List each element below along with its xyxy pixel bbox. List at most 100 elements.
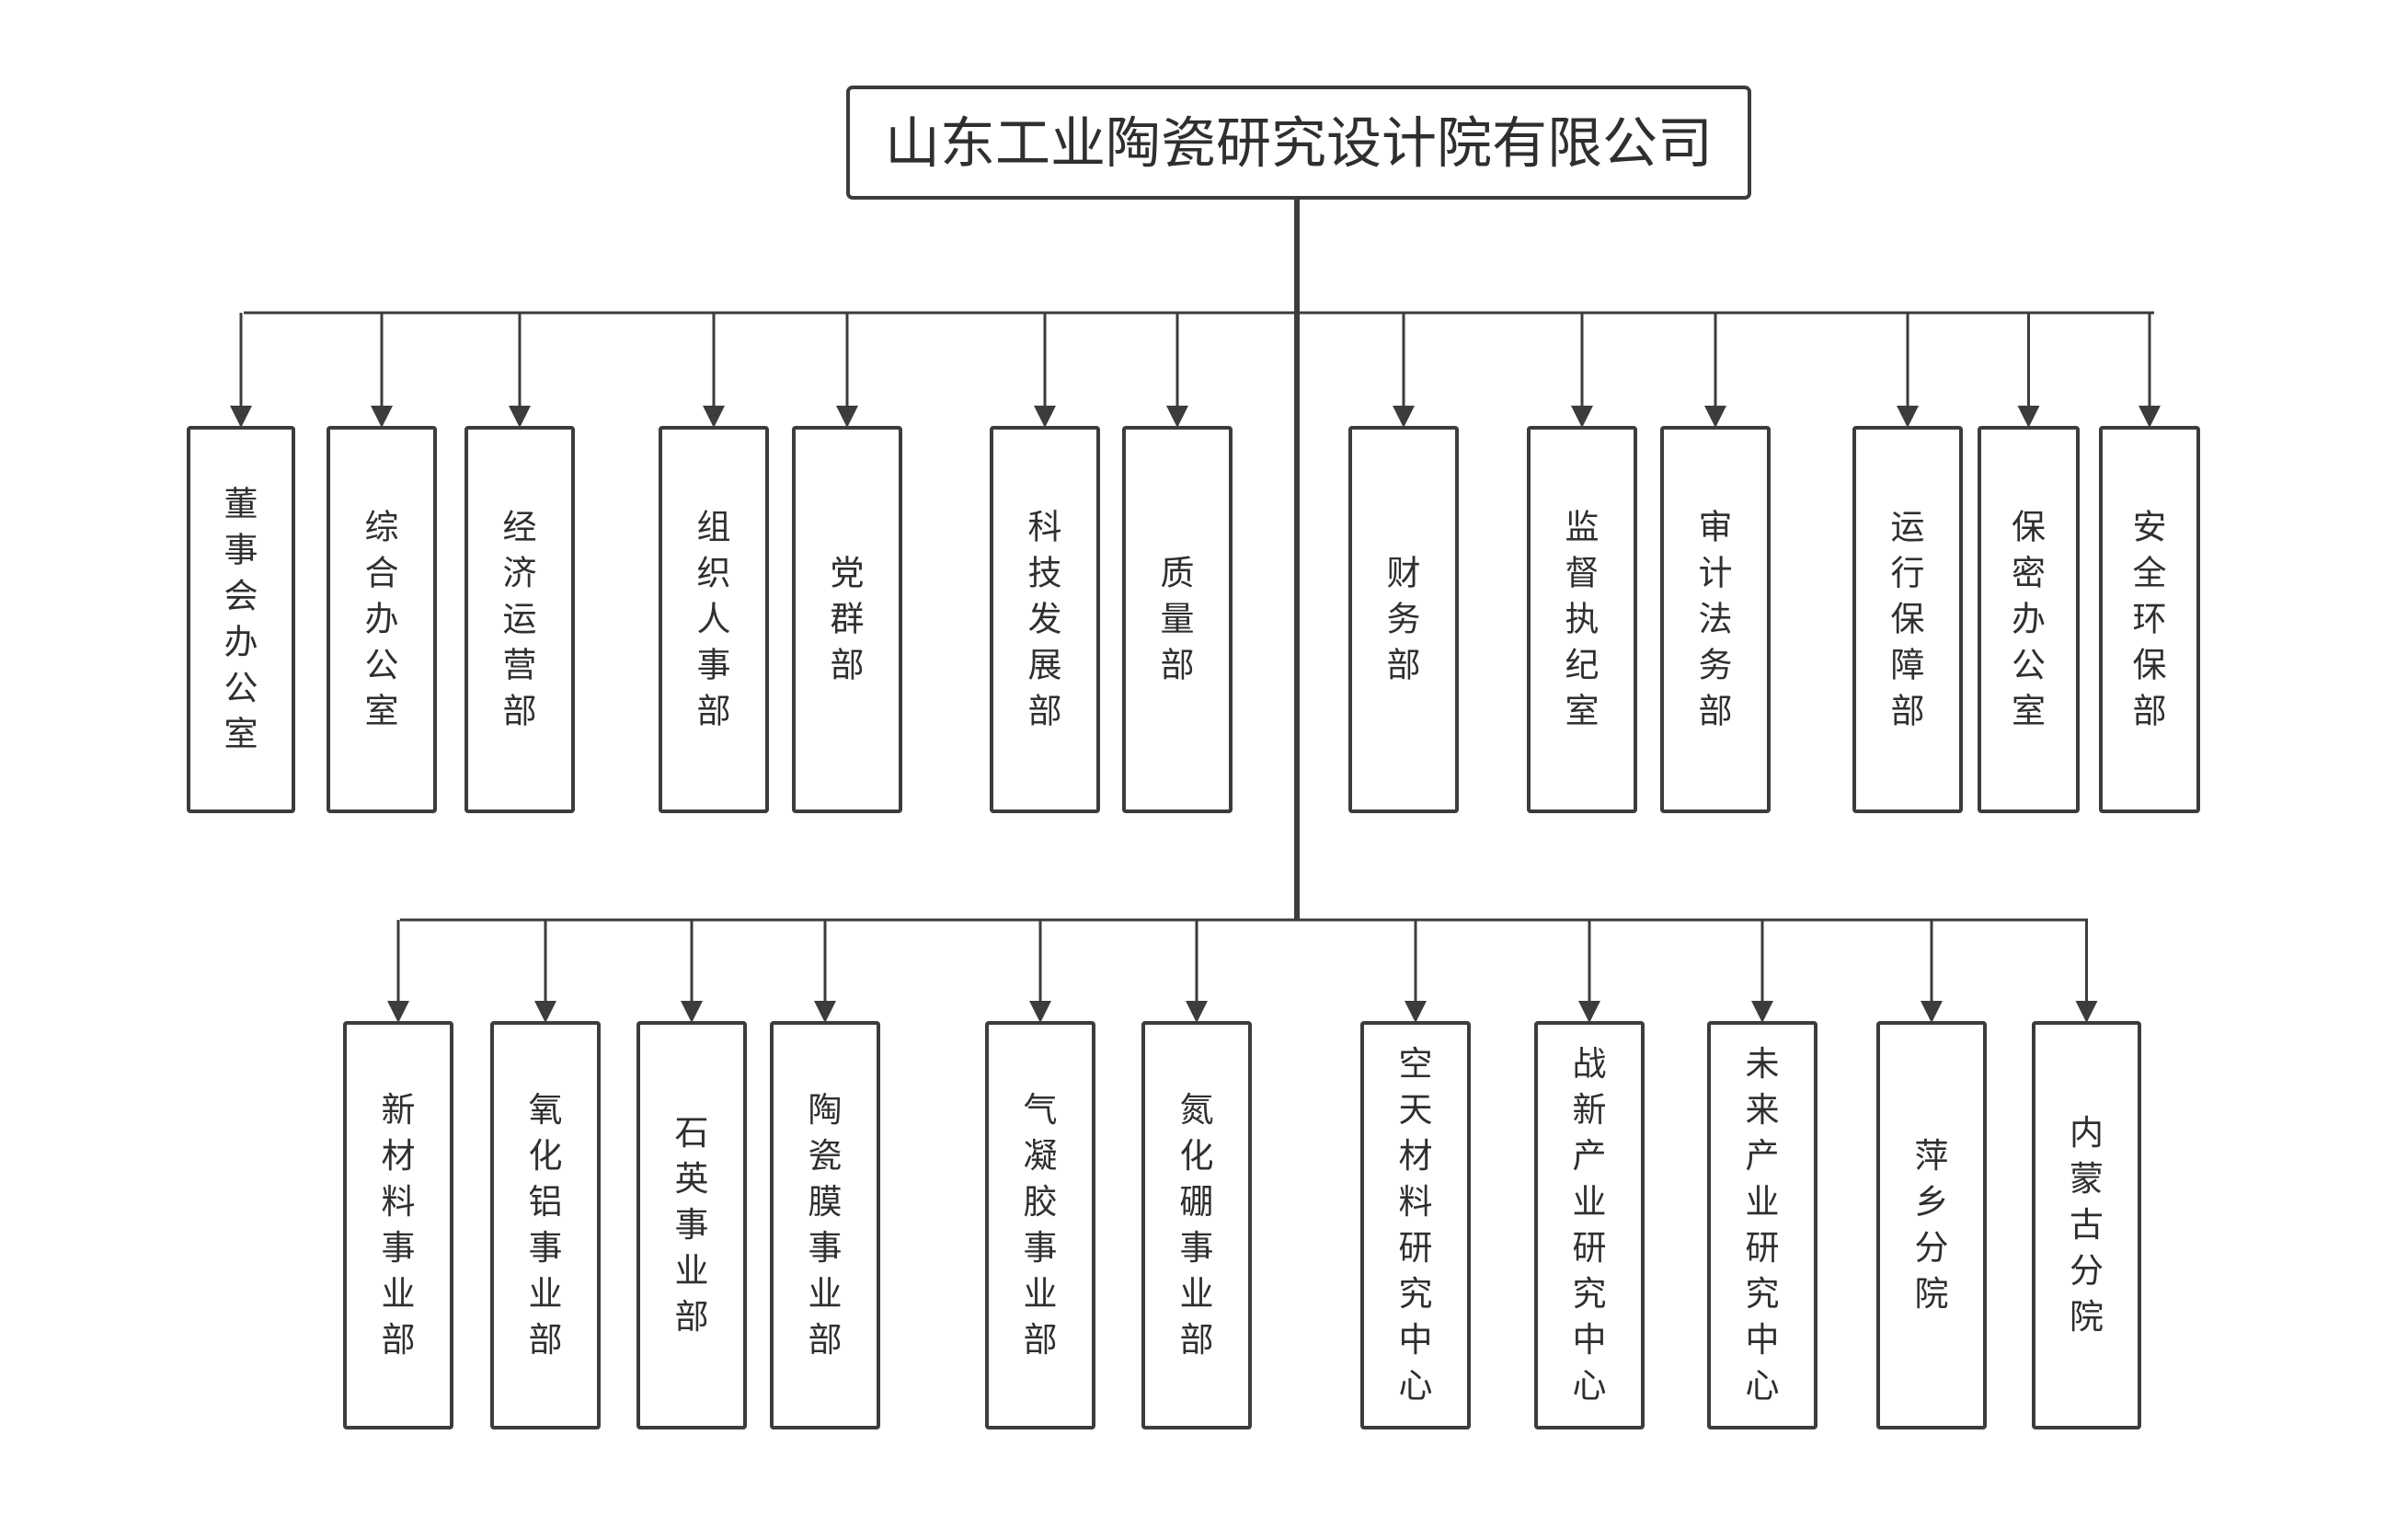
dept-label-char: 化 <box>1180 1136 1214 1176</box>
dept-label-aerogel: 气凝胶事业部 <box>1024 1090 1058 1360</box>
dept-label-char: 业 <box>1180 1274 1214 1314</box>
dept-label-party-mass: 党群部 <box>831 554 865 685</box>
dept-label-pingxiang-branch: 萍乡分院 <box>1915 1136 1949 1314</box>
dept-box-economic-operation: 经济运营部 <box>464 426 575 813</box>
dept-label-char: 务 <box>1387 600 1421 639</box>
dept-label-char: 办 <box>2012 600 2046 639</box>
dept-label-char: 中 <box>1573 1320 1607 1360</box>
dept-label-char: 究 <box>1746 1274 1780 1314</box>
dept-box-aerogel: 气凝胶事业部 <box>985 1021 1095 1429</box>
dept-frame-pingxiang-branch <box>1876 1021 1987 1429</box>
root-title: 山东工业陶瓷研究设计院有限公司 <box>885 112 1713 177</box>
dept-label-char: 部 <box>529 1320 563 1360</box>
dept-label-char: 蒙 <box>2070 1159 2104 1199</box>
dept-box-new-materials: 新材料事业部 <box>343 1021 453 1429</box>
dept-label-char: 会 <box>224 577 258 616</box>
dept-label-char: 新 <box>382 1090 416 1130</box>
dept-label-boron-nitride: 氮化硼事业部 <box>1180 1090 1214 1360</box>
dept-label-char: 部 <box>1028 692 1062 731</box>
dept-frame-quality <box>1122 426 1233 813</box>
dept-label-char: 室 <box>2012 692 2046 731</box>
dept-frame-aerospace-materials-center <box>1360 1021 1471 1429</box>
dept-frame-organization-hr <box>659 426 769 813</box>
dept-label-char: 未 <box>1746 1044 1780 1084</box>
dept-label-char: 业 <box>675 1251 709 1291</box>
dept-frame-operation-support <box>1852 426 1963 813</box>
arrow-head-boron-nitride <box>1186 1001 1208 1023</box>
dept-label-char: 部 <box>831 646 865 685</box>
dept-label-char: 办 <box>224 623 258 662</box>
dept-label-char: 研 <box>1573 1228 1607 1268</box>
dept-label-char: 公 <box>365 646 399 685</box>
dept-label-inner-mongolia-branch: 内蒙古分院 <box>2070 1113 2104 1337</box>
dept-frame-tech-development <box>990 426 1100 813</box>
dept-label-char: 事 <box>224 531 258 570</box>
dept-label-char: 萍 <box>1915 1136 1949 1176</box>
dept-label-ceramic-membrane: 陶瓷膜事业部 <box>808 1090 843 1360</box>
dept-label-char: 事 <box>697 646 731 685</box>
dept-label-char: 事 <box>1024 1228 1058 1268</box>
dept-label-char: 分 <box>1915 1228 1949 1268</box>
dept-label-char: 料 <box>382 1182 416 1222</box>
row2-departments: 新材料事业部氧化铝事业部石英事业部陶瓷膜事业部气凝胶事业部氮化硼事业部空天材料研… <box>343 920 2141 1429</box>
dept-label-char: 究 <box>1573 1274 1607 1314</box>
dept-label-char: 事 <box>675 1205 709 1245</box>
arrow-head-security-office <box>2017 406 2040 428</box>
arrow-head-quartz <box>681 1001 703 1023</box>
dept-label-char: 室 <box>365 692 399 731</box>
arrow-head-supervision-discipline <box>1571 406 1593 428</box>
arrow-head-aerogel <box>1029 1001 1051 1023</box>
dept-frame-aerogel <box>985 1021 1095 1429</box>
dept-label-char: 内 <box>2070 1113 2104 1153</box>
arrow-head-aerospace-materials-center <box>1405 1001 1427 1023</box>
dept-label-char: 新 <box>1573 1090 1607 1130</box>
dept-label-strategic-industry-center: 战新产业研究中心 <box>1573 1044 1607 1406</box>
dept-label-char: 陶 <box>808 1090 843 1130</box>
dept-label-char: 业 <box>1746 1182 1780 1222</box>
arrow-head-board-office <box>230 406 252 428</box>
arrow-head-party-mass <box>836 406 858 428</box>
dept-box-alumina: 氧化铝事业部 <box>490 1021 601 1429</box>
dept-label-char: 化 <box>529 1136 563 1176</box>
dept-label-char: 监 <box>1565 508 1600 547</box>
dept-label-char: 瓷 <box>808 1136 843 1176</box>
dept-label-char: 古 <box>2070 1205 2104 1245</box>
dept-label-char: 全 <box>2133 554 2167 593</box>
dept-label-char: 部 <box>1891 692 1925 731</box>
dept-label-char: 究 <box>1399 1274 1433 1314</box>
dept-label-char: 产 <box>1573 1136 1607 1176</box>
dept-label-operation-support: 运行保障部 <box>1891 508 1925 731</box>
dept-frame-supervision-discipline <box>1527 426 1637 813</box>
dept-label-char: 执 <box>1565 600 1600 639</box>
dept-label-char: 部 <box>808 1320 843 1360</box>
dept-label-char: 来 <box>1746 1090 1780 1130</box>
dept-label-char: 部 <box>503 692 537 731</box>
arrow-head-organization-hr <box>703 406 725 428</box>
row1-departments: 董事会办公室综合办公室经济运营部组织人事部党群部科技发展部质量部财务部监督执纪室… <box>187 313 2200 813</box>
dept-frame-quartz <box>636 1021 747 1429</box>
dept-box-supervision-discipline: 监督执纪室 <box>1527 426 1637 813</box>
dept-frame-audit-legal <box>1660 426 1771 813</box>
dept-label-char: 部 <box>2133 692 2167 731</box>
dept-frame-general-office <box>327 426 437 813</box>
dept-label-char: 分 <box>2070 1251 2104 1291</box>
dept-label-alumina: 氧化铝事业部 <box>529 1090 563 1360</box>
dept-label-char: 发 <box>1028 600 1062 639</box>
root-box <box>846 86 1751 200</box>
dept-label-char: 业 <box>529 1274 563 1314</box>
arrow-head-pingxiang-branch <box>1921 1001 1943 1023</box>
arrow-head-quality <box>1166 406 1188 428</box>
dept-label-future-industry-center: 未来产业研究中心 <box>1746 1044 1780 1406</box>
dept-label-char: 心 <box>1746 1366 1780 1406</box>
dept-label-char: 科 <box>1028 508 1062 547</box>
dept-label-char: 产 <box>1746 1136 1780 1176</box>
dept-label-char: 中 <box>1746 1320 1780 1360</box>
root-node: 山东工业陶瓷研究设计院有限公司 <box>846 86 1751 200</box>
dept-label-char: 运 <box>503 600 537 639</box>
dept-frame-security-office <box>1978 426 2080 813</box>
dept-label-char: 展 <box>1028 646 1062 685</box>
dept-label-audit-legal: 审计法务部 <box>1699 508 1733 731</box>
dept-label-char: 材 <box>382 1136 416 1176</box>
dept-label-char: 纪 <box>1565 646 1600 685</box>
dept-label-aerospace-materials-center: 空天材料研究中心 <box>1399 1044 1433 1406</box>
